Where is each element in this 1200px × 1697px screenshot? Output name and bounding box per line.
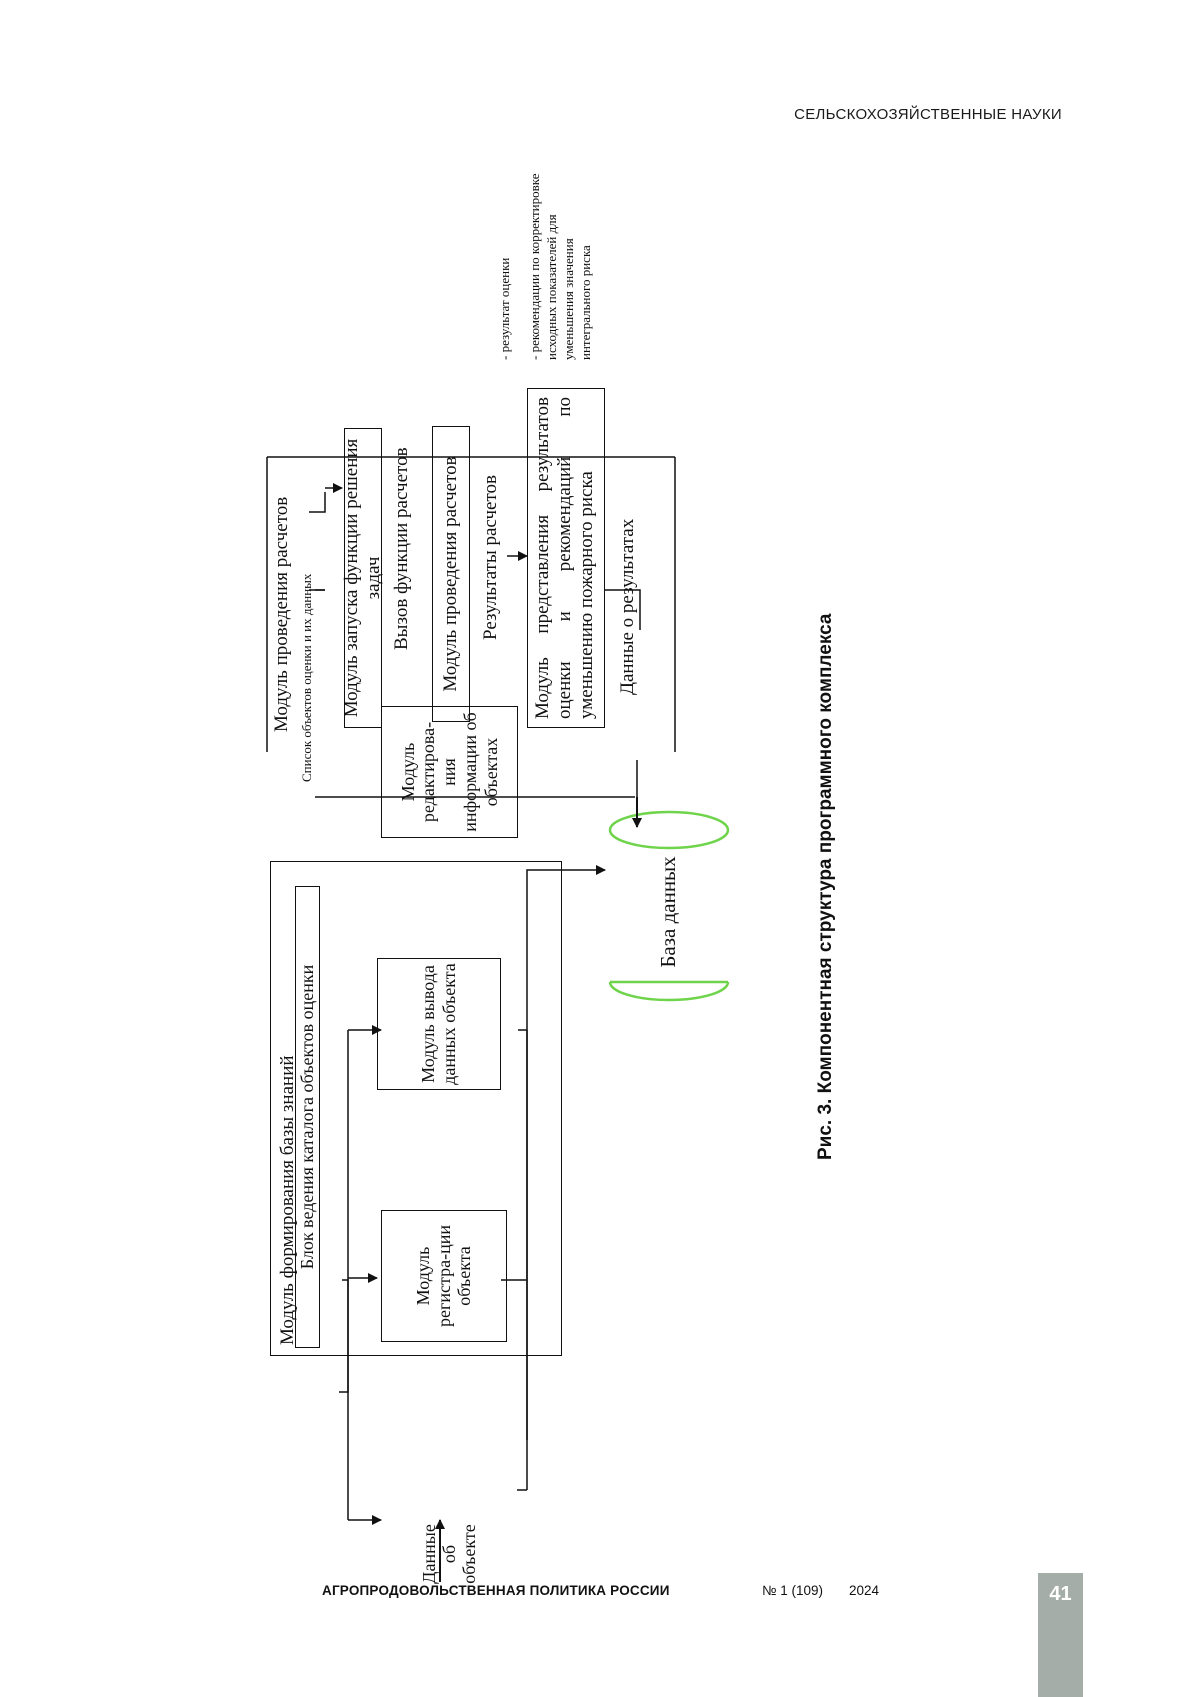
- journal-section-header: СЕЛЬСКОХОЗЯЙСТВЕННЫЕ НАУКИ: [794, 106, 1062, 123]
- catalog-block: Блок ведения каталога объектов оценки: [295, 886, 320, 1348]
- diagram-connectors: [266, 456, 730, 1582]
- module-editing: Модуль редактирова-ния информации об объ…: [381, 706, 518, 838]
- diagram-canvas: Данные об объекте Модуль формирования ба…: [265, 160, 885, 1590]
- module-output: Модуль вывода данных объекта: [377, 958, 501, 1090]
- footer-year: 2024: [849, 1583, 880, 1598]
- call-functions-label: Вызов функции расчетов: [391, 447, 412, 650]
- footer-journal-title: АГРОПРОДОВОЛЬСТВЕННАЯ ПОЛИТИКА РОССИИ: [322, 1583, 670, 1598]
- note-recommendations: - рекомендации по корректировке исходных…: [527, 173, 593, 360]
- arrow-modules-to-db: [526, 865, 606, 1440]
- input-label: Данные об объекте: [419, 1524, 479, 1584]
- module-launch: Модуль запуска функции решения задач: [341, 428, 384, 728]
- component-structure-diagram: Данные об объекте Модуль формирования ба…: [265, 160, 885, 1590]
- module-presentation: Модуль представления результатов оценки …: [527, 388, 605, 728]
- note-result: - результат оценки: [497, 257, 512, 360]
- footer-issue: № 1 (109): [762, 1583, 824, 1598]
- page-number: 41: [1049, 1583, 1072, 1605]
- calc-module-title: Модуль проведения расчетов: [271, 496, 292, 732]
- results-data-label: Данные о результатах: [617, 518, 638, 695]
- database-label: База данных: [656, 856, 681, 968]
- objects-list-label: Список объектов оценки и их данных: [299, 573, 314, 782]
- calc-results-label: Результаты расчетов: [480, 475, 501, 640]
- module-calc: Модуль проведения расчетов: [432, 426, 470, 722]
- database-cylinder: [608, 810, 730, 1002]
- figure-caption: Рис. 3. Компонентная структура программн…: [815, 613, 836, 1160]
- module-registration: Модуль регистра-ции объекта: [381, 1210, 507, 1342]
- page-number-tab: 41: [1038, 1573, 1083, 1697]
